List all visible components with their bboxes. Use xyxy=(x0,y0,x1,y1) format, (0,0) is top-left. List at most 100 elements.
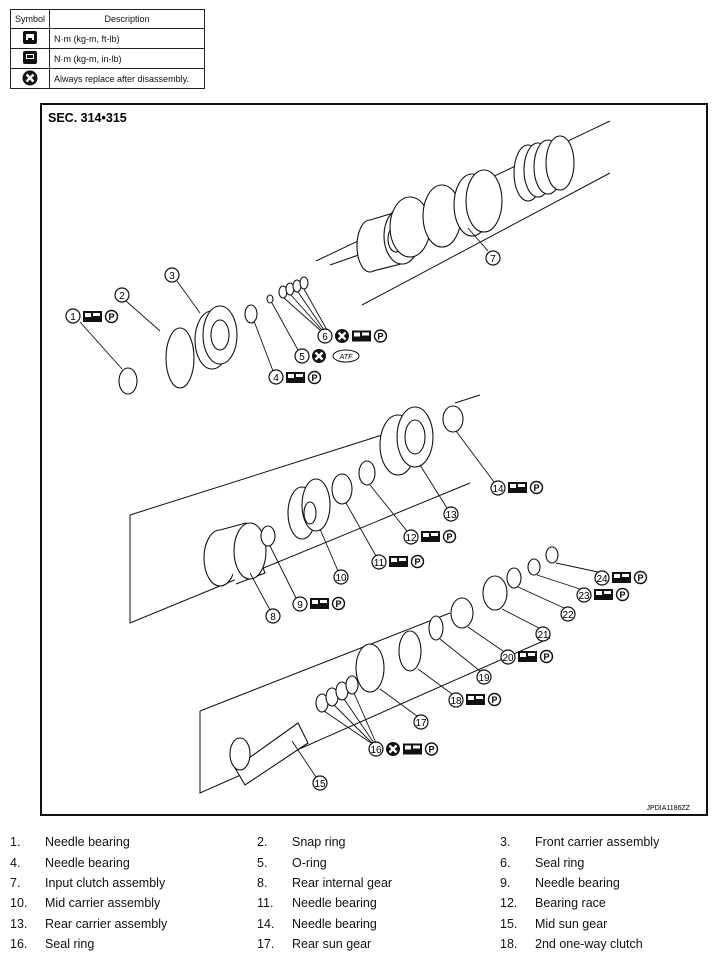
callout-16: 16 xyxy=(368,741,384,757)
svg-text:20: 20 xyxy=(502,653,514,664)
symbols-6: P xyxy=(333,327,388,345)
lower-rings xyxy=(315,546,559,713)
symbol-row: Always replace after disassembly. xyxy=(9,68,205,89)
symbols-20: P xyxy=(518,649,554,664)
svg-text:P: P xyxy=(543,652,549,662)
svg-text:14: 14 xyxy=(492,484,504,495)
svg-text:23: 23 xyxy=(578,591,590,602)
svg-text:P: P xyxy=(311,373,317,383)
callout-4: 4 xyxy=(268,369,284,385)
svg-text:4: 4 xyxy=(273,373,279,384)
symbols-24: P xyxy=(612,570,648,585)
svg-text:19: 19 xyxy=(478,673,490,684)
svg-text:P: P xyxy=(637,573,643,583)
symbols-1: P xyxy=(83,309,119,324)
svg-text:24: 24 xyxy=(596,574,608,585)
svg-text:P: P xyxy=(428,745,434,755)
callout-13: 13 xyxy=(443,506,459,522)
symbols-18: P xyxy=(466,692,502,707)
mid-carrier-assembly xyxy=(287,478,331,540)
svg-text:12: 12 xyxy=(405,533,417,544)
symbol-header: Symbol xyxy=(9,9,51,29)
small-rings-upper xyxy=(118,276,309,395)
atf-label: ATF xyxy=(339,354,353,361)
svg-text:2: 2 xyxy=(119,291,125,302)
symbols-14: P xyxy=(508,480,544,495)
callouts: 1 2 3 4 5 6 7 8 9 10 11 12 13 14 15 16 1… xyxy=(65,250,610,791)
svg-text:P: P xyxy=(414,557,420,567)
svg-text:7: 7 xyxy=(490,254,496,265)
svg-text:21: 21 xyxy=(537,630,549,641)
svg-text:P: P xyxy=(377,332,383,342)
svg-text:P: P xyxy=(619,590,625,600)
callout-3: 3 xyxy=(164,267,180,283)
rear-carrier-assembly xyxy=(379,406,434,476)
callout-1: 1 xyxy=(65,308,81,324)
symbols-11: P xyxy=(389,554,425,569)
symbol-description: Always replace after disassembly. xyxy=(49,68,205,89)
symbol-table-header: Symbol Description xyxy=(9,9,205,29)
symbols-12: P xyxy=(421,529,457,544)
callout-18: 18 xyxy=(448,692,464,708)
svg-text:3: 3 xyxy=(169,271,175,282)
svg-text:17: 17 xyxy=(415,718,427,729)
callout-14: 14 xyxy=(490,480,506,496)
svg-text:P: P xyxy=(335,599,341,609)
svg-text:P: P xyxy=(108,312,114,322)
symbol-description: N·m (kg-m, ft-lb) xyxy=(49,28,205,49)
svg-text:11: 11 xyxy=(374,558,385,569)
symbols-23: P xyxy=(594,587,630,602)
small-rings-middle xyxy=(260,405,464,547)
callout-24: 24 xyxy=(594,570,610,586)
callout-12: 12 xyxy=(403,529,419,545)
rear-internal-gear xyxy=(203,522,267,587)
svg-text:13: 13 xyxy=(445,510,457,521)
symbol-row: N·m (kg-m, ft-lb) xyxy=(9,28,205,49)
svg-text:22: 22 xyxy=(562,610,574,621)
svg-text:15: 15 xyxy=(314,779,326,790)
callout-8: 8 xyxy=(265,608,281,624)
symbols-9: P xyxy=(310,596,346,611)
front-carrier-assembly xyxy=(194,305,238,370)
callout-9: 9 xyxy=(292,596,308,612)
callout-15: 15 xyxy=(312,775,328,791)
section-label: SEC. 314•315 xyxy=(48,111,127,125)
leader-lines xyxy=(79,227,599,778)
callout-11: 11 xyxy=(371,554,387,570)
svg-text:6: 6 xyxy=(322,332,328,343)
svg-text:9: 9 xyxy=(297,600,303,611)
part-symbols: P P ATF P P P P P P P P P P xyxy=(83,309,648,758)
mid-sun-gear xyxy=(229,722,309,786)
torque-wrench-ft-lb-icon xyxy=(23,31,37,44)
callout-20: 20 xyxy=(500,649,516,665)
svg-text:8: 8 xyxy=(270,612,276,623)
callout-22: 22 xyxy=(560,606,576,622)
callout-10: 10 xyxy=(333,569,349,585)
svg-text:10: 10 xyxy=(335,573,347,584)
symbol-row: N·m (kg-m, in-lb) xyxy=(9,48,205,69)
callout-17: 17 xyxy=(413,714,429,730)
diagram-frame xyxy=(40,103,708,816)
symbols-16: P xyxy=(384,740,439,758)
svg-text:P: P xyxy=(491,695,497,705)
svg-text:5: 5 xyxy=(299,352,305,363)
callout-6: 6 xyxy=(317,328,333,344)
diagram-code: JPDIA1186ZZ xyxy=(647,805,691,812)
symbol-table: Symbol Description N·m (kg-m, ft-lb) N·m… xyxy=(9,9,205,89)
svg-text:16: 16 xyxy=(370,745,382,756)
svg-text:1: 1 xyxy=(70,312,76,323)
callout-2: 2 xyxy=(114,287,130,303)
symbol-description: N·m (kg-m, in-lb) xyxy=(49,48,205,69)
always-replace-icon xyxy=(22,70,38,85)
description-header: Description xyxy=(49,9,205,29)
callout-23: 23 xyxy=(576,587,592,603)
torque-wrench-in-lb-icon xyxy=(23,51,37,64)
svg-text:P: P xyxy=(446,532,452,542)
input-clutch-assembly xyxy=(329,135,575,273)
exploded-view-diagram: SEC. 314•315 xyxy=(40,103,708,816)
symbols-5: ATF xyxy=(310,347,360,365)
callout-21: 21 xyxy=(535,626,551,642)
svg-text:P: P xyxy=(533,483,539,493)
callout-5: 5 xyxy=(294,348,310,364)
callout-19: 19 xyxy=(476,669,492,685)
